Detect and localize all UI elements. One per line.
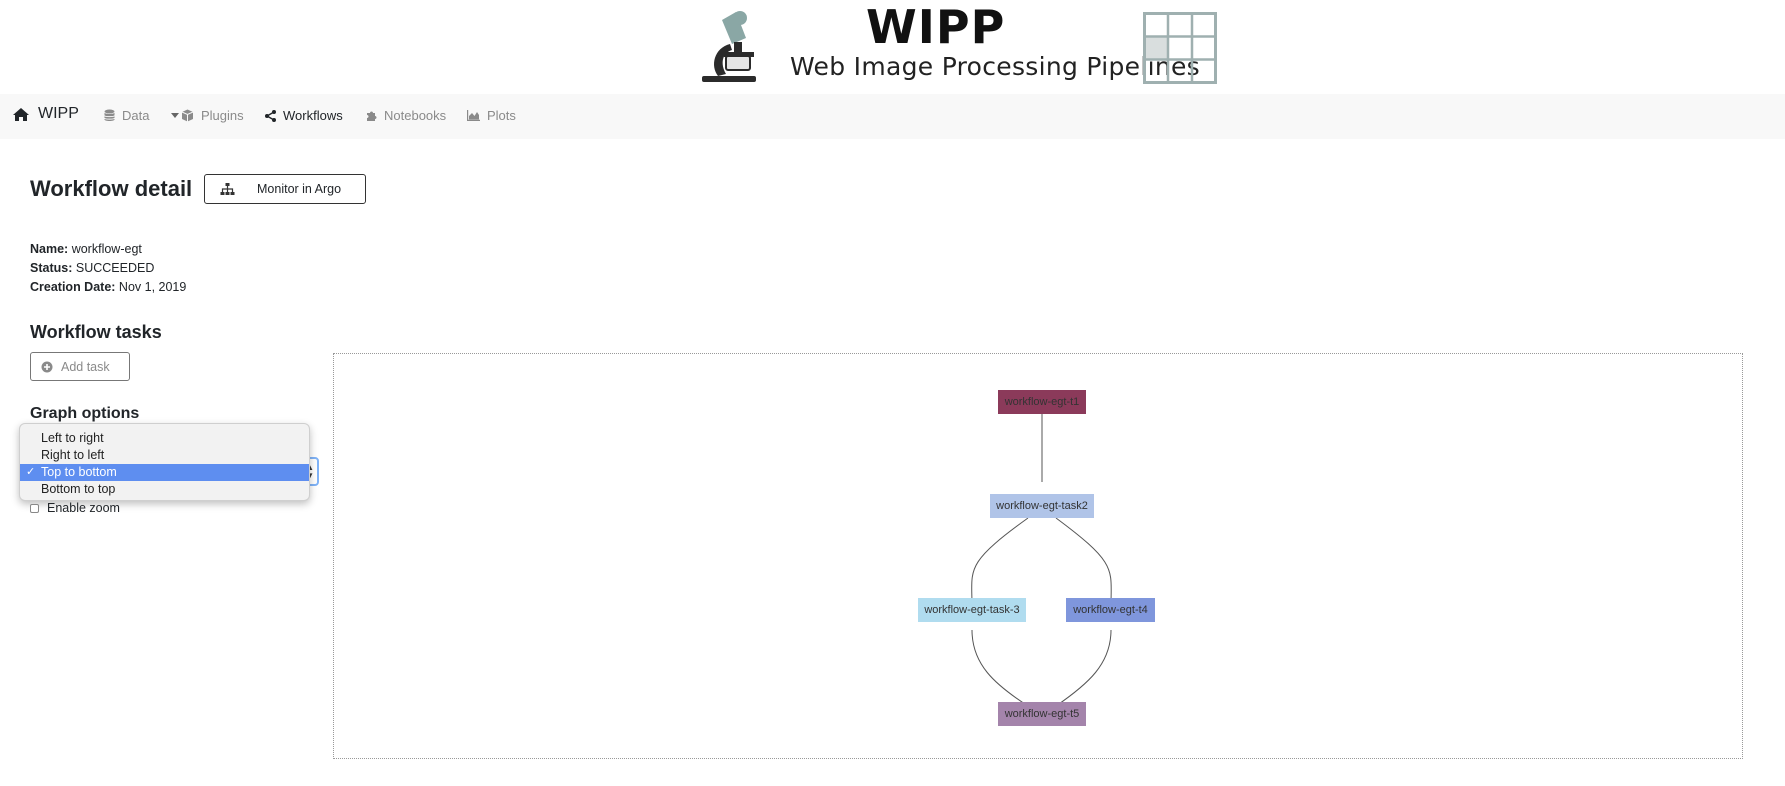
- graph-node-task2[interactable]: workflow-egt-task2: [990, 494, 1094, 518]
- graph-direction-dropdown[interactable]: Left to right Right to left ✓ Top to bot…: [19, 423, 310, 501]
- workflow-tasks-title: Workflow tasks: [30, 322, 162, 342]
- page-title: Workflow detail: [30, 176, 193, 201]
- name-value: workflow-egt: [71, 242, 142, 256]
- monitor-in-argo-button[interactable]: Monitor in Argo: [204, 174, 366, 204]
- brand-title: WIPP: [866, 0, 1006, 54]
- home-icon: [13, 107, 29, 121]
- monitor-in-argo-label: Monitor in Argo: [257, 182, 342, 196]
- microscope-icon: [702, 11, 756, 82]
- nav-brand-label: WIPP: [38, 105, 79, 122]
- plus-circle-icon: [41, 361, 53, 373]
- header-banner: WIPP Web Image Processing Pipelines: [0, 0, 1785, 94]
- edge-task2-t4: [1055, 517, 1112, 607]
- option-right-to-left[interactable]: Right to left: [20, 447, 309, 464]
- area-chart-icon: [467, 110, 480, 121]
- top-navbar: WIPP Data Plugins Workflows: [0, 94, 1785, 139]
- nav-item-plots[interactable]: Plots: [467, 108, 516, 123]
- graph-node-t4[interactable]: workflow-egt-t4: [1066, 598, 1155, 622]
- nav-item-data-label: Data: [122, 108, 150, 123]
- checkmark-icon: ✓: [26, 466, 36, 478]
- nav-item-notebooks-label: Notebooks: [384, 108, 447, 123]
- option-top-to-bottom[interactable]: ✓ Top to bottom: [20, 464, 309, 481]
- nav-item-workflows-label: Workflows: [283, 108, 343, 123]
- graph-node-t1[interactable]: workflow-egt-t1: [998, 390, 1086, 414]
- node-label: workflow-egt-task2: [996, 500, 1088, 512]
- node-label: workflow-egt-t5: [1004, 708, 1080, 720]
- add-task-button[interactable]: Add task: [30, 352, 130, 381]
- nav-item-plots-label: Plots: [487, 108, 516, 123]
- enable-zoom-label: Enable zoom: [47, 501, 120, 515]
- nav-brand-home[interactable]: WIPP: [12, 105, 79, 123]
- option-bottom-to-top[interactable]: Bottom to top: [20, 481, 309, 498]
- enable-zoom-row[interactable]: Enable zoom: [30, 501, 120, 515]
- nav-item-notebooks[interactable]: Notebooks: [365, 108, 446, 123]
- share-icon: [265, 109, 276, 122]
- graph-node-task-3[interactable]: workflow-egt-task-3: [918, 598, 1026, 622]
- option-label: Right to left: [41, 448, 105, 462]
- nav-item-plugins[interactable]: Plugins: [181, 108, 244, 123]
- graph-node-t5[interactable]: workflow-egt-t5: [998, 702, 1086, 726]
- option-label: Top to bottom: [41, 465, 117, 479]
- option-label: Bottom to top: [41, 482, 116, 496]
- date-label: Creation Date:: [30, 280, 116, 294]
- nav-item-data[interactable]: Data: [104, 108, 180, 123]
- workflow-creation-date: Creation Date: Nov 1, 2019: [30, 280, 186, 294]
- workflow-name: Name: workflow-egt: [30, 242, 142, 256]
- edge-task2-task3: [971, 517, 1029, 607]
- option-label: Left to right: [41, 431, 104, 445]
- workflow-status: Status: SUCCEEDED: [30, 261, 154, 275]
- grid-logo-icon: [1143, 12, 1217, 84]
- option-left-to-right[interactable]: Left to right: [20, 430, 309, 447]
- sitemap-icon: [217, 183, 237, 195]
- name-label: Name:: [30, 242, 69, 256]
- brand-subtitle: Web Image Processing Pipelines: [790, 52, 1201, 81]
- node-label: workflow-egt-t4: [1073, 604, 1148, 616]
- node-label: workflow-egt-t1: [1004, 396, 1080, 408]
- workflow-graph[interactable]: workflow-egt-t1 workflow-egt-task2 workf…: [333, 353, 1743, 759]
- nav-item-plugins-label: Plugins: [201, 108, 244, 123]
- edge-t4-t5: [1055, 629, 1112, 707]
- graph-edges: [971, 414, 1112, 707]
- enable-zoom-checkbox[interactable]: [30, 503, 39, 513]
- nav-item-workflows[interactable]: Workflows: [265, 108, 343, 123]
- graph-options-title: Graph options: [30, 405, 140, 422]
- node-label: workflow-egt-task-3: [924, 604, 1020, 616]
- edge-task3-t5: [971, 629, 1029, 707]
- status-value: SUCCEEDED: [75, 261, 155, 275]
- status-label: Status:: [30, 261, 73, 275]
- caret-down-icon[interactable]: [170, 112, 180, 119]
- cube-icon: [181, 109, 194, 122]
- date-value: Nov 1, 2019: [118, 280, 187, 294]
- select-arrows-icon: ▲▼: [306, 463, 314, 480]
- database-icon: [104, 109, 115, 121]
- puzzle-icon: [367, 111, 377, 121]
- add-task-label: Add task: [61, 359, 110, 374]
